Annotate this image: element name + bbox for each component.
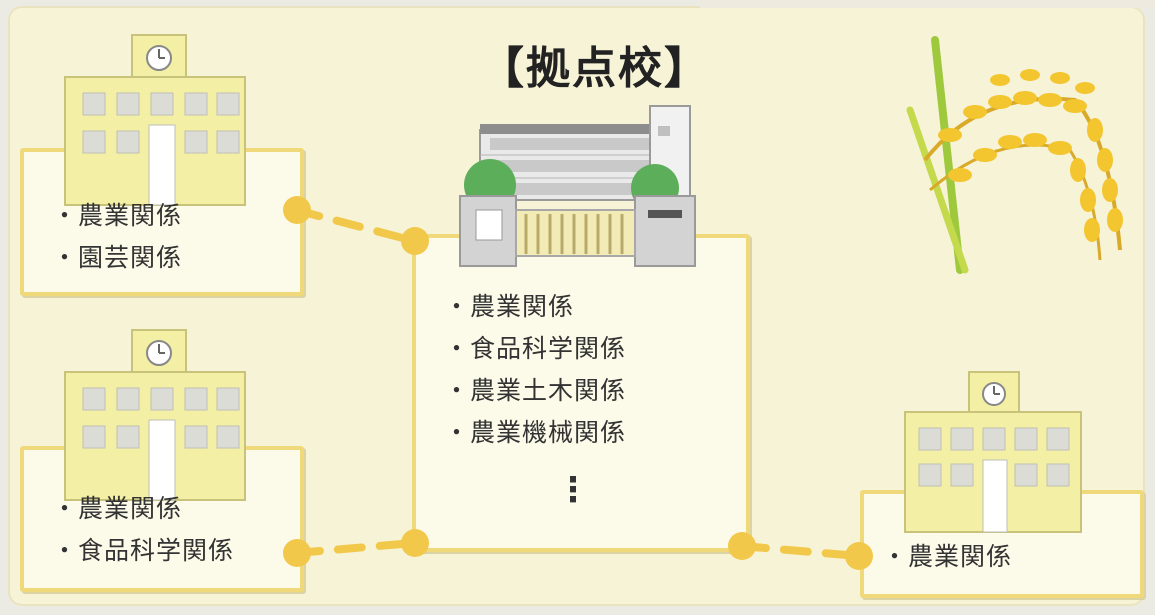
top-edge-strip (700, 0, 1155, 8)
connector-dot (401, 227, 429, 255)
field-item: ・食品科学関係 (52, 536, 235, 565)
field-list-top-left: ・農業関係 ・園芸関係 (52, 195, 182, 279)
field-item: ・園芸関係 (52, 243, 183, 272)
field-list-ellipsis: ⋮ (556, 470, 591, 510)
connector-line-top-left (292, 206, 418, 245)
field-list-hub: ・農業関係 ・食品科学関係 ・農業土木関係 ・農業機械関係 (444, 286, 626, 454)
field-item: ・農業関係 (52, 494, 183, 523)
field-list-bottom-left: ・農業関係 ・食品科学関係 (52, 488, 234, 572)
connector-dot (283, 539, 311, 567)
field-item: ・農業関係 (882, 542, 1013, 571)
field-item: ・農業機械関係 (444, 418, 627, 447)
connector-dot (283, 196, 311, 224)
connector-line-bottom-left (292, 539, 418, 557)
connector-dot (728, 532, 756, 560)
connector-dot (401, 529, 429, 557)
diagram-title: 【拠点校】 (480, 43, 710, 94)
connector-line-bottom-right (738, 542, 862, 560)
field-item: ・農業土木関係 (444, 376, 627, 405)
field-list-bottom-right: ・農業関係 (882, 536, 1012, 578)
field-item: ・食品科学関係 (444, 334, 627, 363)
field-item: ・農業関係 (52, 201, 183, 230)
connector-dot (845, 542, 873, 570)
field-item: ・農業関係 (444, 292, 575, 321)
